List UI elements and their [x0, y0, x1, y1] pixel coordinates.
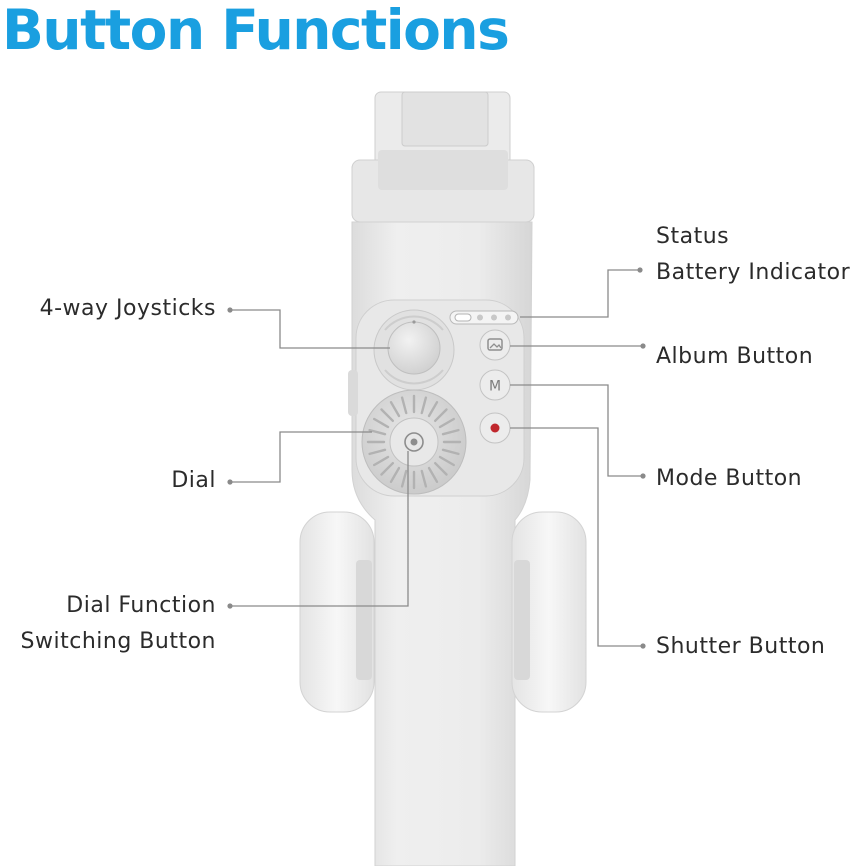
dial-grip-tick: [400, 396, 408, 415]
leader-status-battery: [520, 269, 638, 318]
dial-function-switch-button[interactable]: [404, 432, 424, 452]
dial-grip-tick: [368, 428, 387, 436]
dial-grip-tick: [438, 455, 455, 467]
leader-joysticks: [232, 309, 390, 349]
dial-grip-tick: [380, 408, 394, 422]
label-status: Status: [656, 224, 730, 249]
dial-grip-tick: [389, 401, 401, 418]
dial-grip-tick: [380, 462, 394, 476]
dial-grip-tick: [438, 417, 455, 429]
dial-grip-tick: [400, 469, 408, 488]
joystick[interactable]: [373, 309, 455, 391]
phone-clamp: [351, 91, 535, 223]
label-dial: Dial: [171, 468, 216, 493]
leader-mode: [510, 384, 642, 477]
mode-button[interactable]: M: [479, 369, 511, 401]
dial-grip-tick: [441, 448, 460, 456]
dial-grip-tick: [441, 428, 460, 436]
label-album-button: Album Button: [656, 344, 814, 369]
leader-dial-function: [232, 451, 409, 607]
leader-dots: [227, 267, 646, 649]
album-button[interactable]: [479, 329, 511, 361]
battery-indicator: [449, 310, 519, 325]
label-dial-function-line2: Switching Button: [20, 629, 216, 654]
shutter-button[interactable]: [479, 412, 511, 444]
leader-shutter: [510, 427, 642, 647]
label-joysticks: 4-way Joysticks: [39, 296, 216, 321]
mode-key-letter: M: [489, 379, 501, 395]
dial-grip-tick: [389, 466, 401, 483]
leader-dial: [232, 431, 372, 483]
page-title: Button Functions: [2, 0, 510, 62]
label-mode-button: Mode Button: [656, 466, 803, 491]
dial-grip-tick: [420, 396, 428, 415]
dial-grip-tick: [434, 462, 448, 476]
label-shutter-button: Shutter Button: [656, 634, 826, 659]
gimbal-body: [299, 221, 587, 866]
dial-grip-tick: [427, 466, 439, 483]
dial-grip-tick: [420, 469, 428, 488]
leader-lines: [232, 269, 642, 647]
label-dial-function-line1: Dial Function: [66, 593, 216, 618]
dial-grip-tick: [427, 401, 439, 418]
dial-grip-tick: [434, 408, 448, 422]
dial-grip-tick: [373, 417, 390, 429]
dial-grip-tick: [373, 455, 390, 467]
label-battery-indicator: Battery Indicator: [656, 260, 851, 285]
dial-grip-tick: [368, 448, 387, 456]
